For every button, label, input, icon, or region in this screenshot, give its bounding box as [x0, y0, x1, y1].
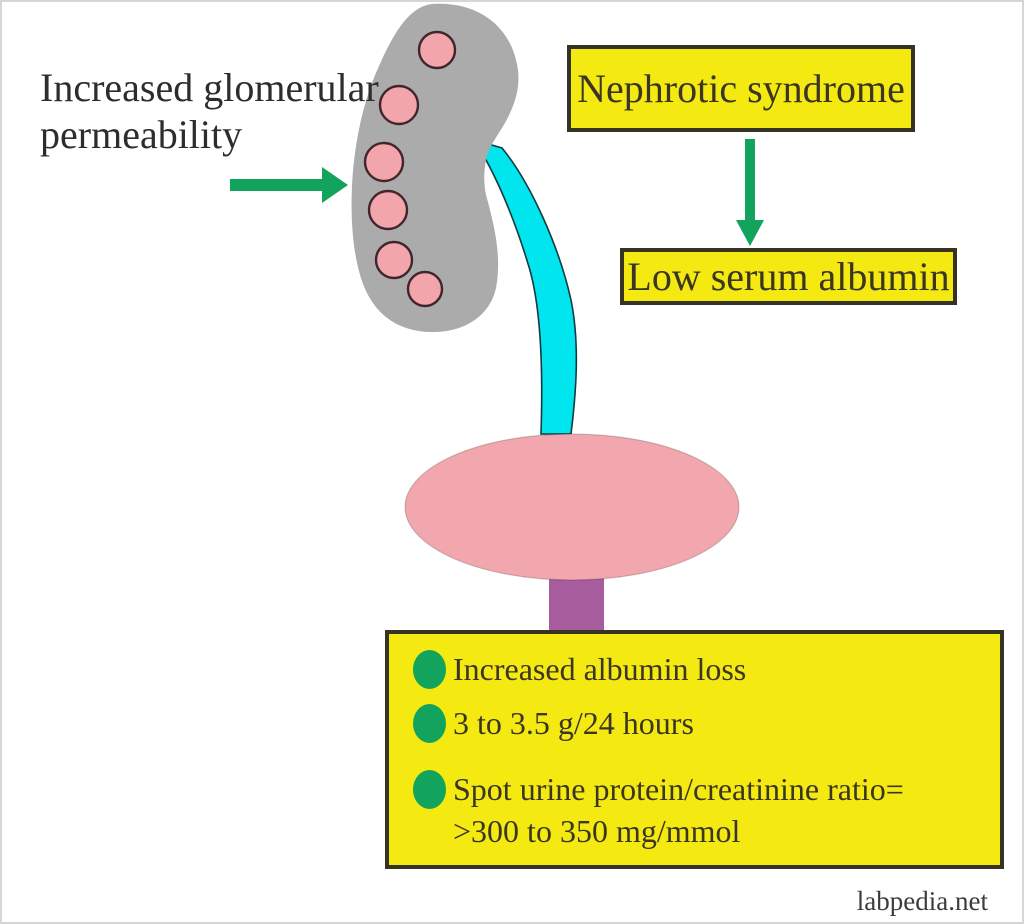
- glomerulus-dot: [374, 240, 414, 280]
- watermark-label: labpedia.net: [856, 886, 988, 916]
- bullet-icon: [413, 770, 446, 809]
- finding-text-line1: Spot urine protein/creatinine ratio=: [453, 771, 904, 807]
- glomerulus-dot: [363, 141, 405, 183]
- bullet-icon: [413, 703, 446, 743]
- finding-item: 3 to 3.5 g/24 hours: [413, 702, 1000, 744]
- glomerulus-dot: [406, 270, 444, 308]
- glomerulus-dot: [378, 84, 420, 126]
- low-serum-albumin-box: Low serum albumin: [620, 248, 957, 305]
- arrow-right-icon: [230, 167, 348, 203]
- bladder-shape: [404, 433, 740, 581]
- urine-findings-box: Increased albumin loss 3 to 3.5 g/24 hou…: [385, 630, 1004, 869]
- finding-text: 3 to 3.5 g/24 hours: [453, 705, 694, 741]
- finding-item: Increased albumin loss: [413, 648, 1000, 690]
- permeability-label: Increased glomerular permeability: [40, 65, 379, 157]
- nephrotic-syndrome-box: Nephrotic syndrome: [567, 45, 915, 132]
- finding-text-line2: >300 to 350 mg/mmol: [453, 813, 741, 849]
- glomerulus-dot: [367, 189, 409, 231]
- finding-text: Increased albumin loss: [453, 651, 747, 687]
- nephrotic-syndrome-label: Nephrotic syndrome: [577, 66, 905, 111]
- ureter-shape: [472, 138, 578, 435]
- arrow-down-icon: [736, 139, 764, 246]
- glomerulus-dot: [417, 30, 457, 70]
- bullet-icon: [413, 649, 446, 689]
- low-serum-albumin-label: Low serum albumin: [627, 254, 950, 299]
- finding-item: Spot urine protein/creatinine ratio= >30…: [413, 768, 1000, 852]
- finding-text: Spot urine protein/creatinine ratio= >30…: [453, 768, 904, 852]
